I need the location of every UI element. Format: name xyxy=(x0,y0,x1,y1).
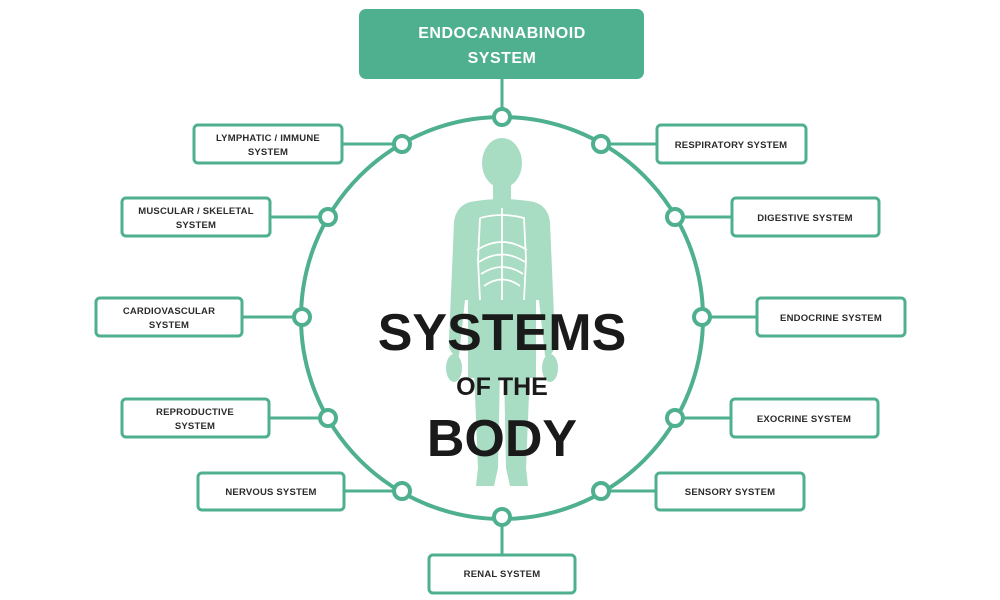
label-muscular-line-2: SYSTEM xyxy=(176,220,216,231)
node-top xyxy=(492,107,512,127)
label-endocrine-system: ENDOCRINE SYSTEM xyxy=(755,296,907,338)
node-exocrine xyxy=(665,408,685,428)
label-lymphatic-line-2: SYSTEM xyxy=(248,147,288,158)
title-of-the: OF THE xyxy=(456,373,548,401)
label-exocrine-system: EXOCRINE SYSTEM xyxy=(729,397,880,439)
header-line-1: ENDOCANNABINOID xyxy=(418,25,586,42)
label-cardiovascular-line-1: CARDIOVASCULAR xyxy=(123,306,215,317)
label-renal-text: RENAL SYSTEM xyxy=(464,569,541,580)
label-respiratory-system: RESPIRATORY SYSTEM xyxy=(655,123,808,165)
label-reproductive-line-2: SYSTEM xyxy=(175,421,215,432)
node-digestive xyxy=(665,207,685,227)
label-reproductive-system: REPRODUCTIVE SYSTEM xyxy=(120,397,271,439)
label-muscular-line-1: MUSCULAR / SKELETAL xyxy=(138,206,254,217)
label-cardiovascular-line-2: SYSTEM xyxy=(149,320,189,331)
node-lymphatic xyxy=(392,134,412,154)
label-muscular-skeletal-system: MUSCULAR / SKELETAL SYSTEM xyxy=(120,196,272,238)
endocannabinoid-system-box: ENDOCANNABINOID SYSTEM xyxy=(359,9,644,79)
label-endocrine-text: ENDOCRINE SYSTEM xyxy=(780,313,882,324)
node-respiratory xyxy=(591,134,611,154)
node-sensory xyxy=(591,481,611,501)
label-exocrine-text: EXOCRINE SYSTEM xyxy=(757,414,851,425)
circle-nodes xyxy=(292,107,712,527)
title-systems: SYSTEMS xyxy=(378,304,627,362)
node-cardiovascular xyxy=(292,307,312,327)
label-cardiovascular-system: CARDIOVASCULAR SYSTEM xyxy=(94,296,244,338)
label-renal-system: RENAL SYSTEM xyxy=(427,553,577,595)
label-reproductive-line-1: REPRODUCTIVE xyxy=(156,407,234,418)
node-reproductive xyxy=(318,408,338,428)
center-title: SYSTEMS OF THE BODY xyxy=(378,304,627,468)
label-lymphatic-line-1: LYMPHATIC / IMMUNE xyxy=(216,133,320,144)
label-sensory-text: SENSORY SYSTEM xyxy=(685,487,775,498)
node-endocrine xyxy=(692,307,712,327)
label-digestive-system: DIGESTIVE SYSTEM xyxy=(730,196,881,238)
header-line-2: SYSTEM xyxy=(468,50,537,67)
human-body-icon xyxy=(446,138,558,486)
label-sensory-system: SENSORY SYSTEM xyxy=(654,471,806,512)
node-nervous xyxy=(392,481,412,501)
node-renal xyxy=(492,507,512,527)
title-body: BODY xyxy=(427,410,577,468)
node-muscular xyxy=(318,207,338,227)
label-nervous-system: NERVOUS SYSTEM xyxy=(196,471,346,512)
label-lymphatic-immune-system: LYMPHATIC / IMMUNE SYSTEM xyxy=(192,123,344,165)
label-respiratory-text: RESPIRATORY SYSTEM xyxy=(675,140,788,151)
label-nervous-text: NERVOUS SYSTEM xyxy=(225,487,316,498)
label-digestive-text: DIGESTIVE SYSTEM xyxy=(757,213,853,224)
